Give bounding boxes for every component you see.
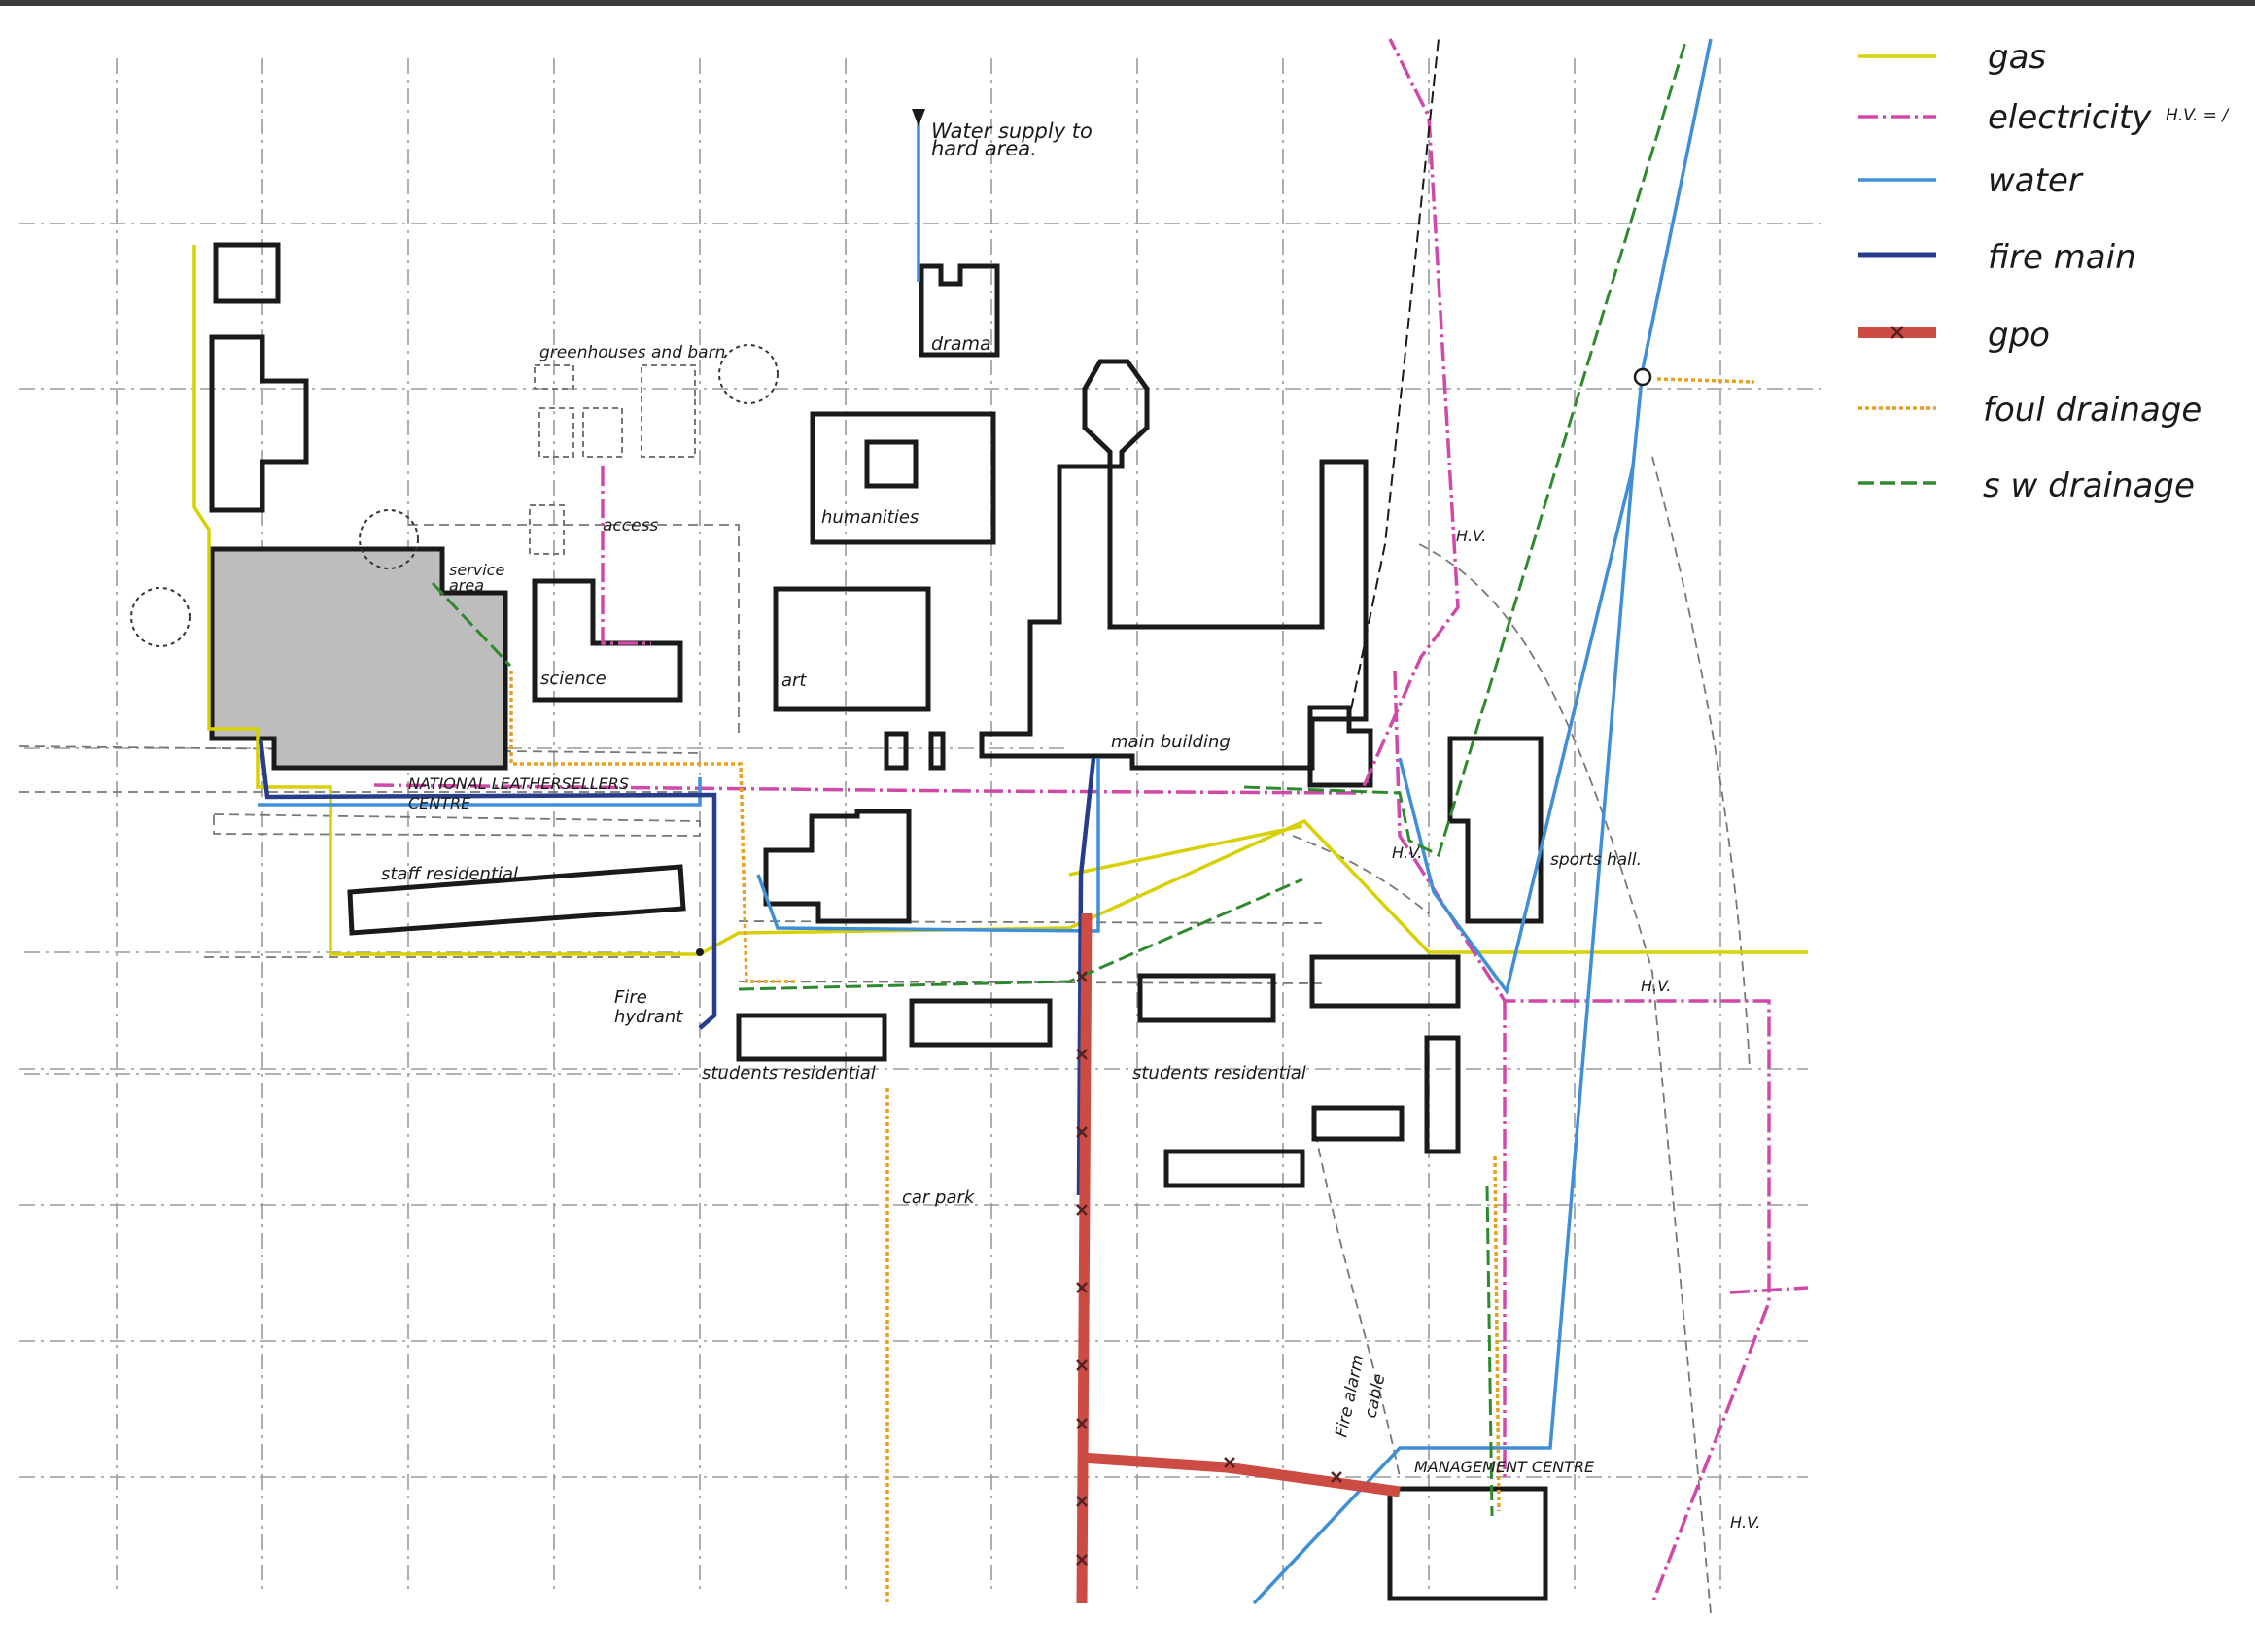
sports-hall-label: sports hall. — [1550, 850, 1642, 870]
access-label: access — [603, 516, 658, 535]
sw-drainage-line — [1485, 1185, 1494, 1517]
fire-hydrant-label-line2: hydrant — [614, 1007, 683, 1027]
electricity-line — [601, 466, 651, 645]
sw-drainage-line — [1243, 38, 1688, 858]
management-centre-label: MANAGEMENT CENTRE — [1414, 1458, 1595, 1476]
greenhouses — [529, 364, 696, 555]
students-res-east-1 — [1137, 973, 1276, 1023]
legend: gas electricity H.V. = / water fire main… — [1858, 38, 2230, 505]
humanities-building — [810, 411, 996, 545]
water-supply-arrow — [912, 109, 925, 126]
legend-gpo-cross — [1891, 326, 1904, 339]
buildings — [130, 242, 1548, 1601]
hv-label-centre: H.V. — [1392, 843, 1422, 862]
students-residential-east-label: students residential — [1132, 1063, 1306, 1084]
electricity-line — [1729, 1286, 1809, 1294]
water-line — [258, 777, 702, 807]
gas-line — [1068, 824, 1303, 877]
fire-main-line — [258, 738, 717, 1030]
legend-gpo-label: gpo — [1988, 316, 2050, 355]
manhole-marker — [1633, 367, 1652, 387]
hv-label-north: H.V. — [1456, 527, 1486, 545]
gpo-crosses — [1076, 971, 1342, 1566]
foul-drainage-line — [1493, 1155, 1501, 1512]
drama-label: drama — [931, 333, 991, 355]
humanities-label: humanities — [821, 507, 919, 528]
gpo-line — [1080, 1452, 1401, 1497]
legend-sw-drainage-label: s w drainage — [1983, 466, 2195, 505]
service-lines — [192, 38, 1809, 1605]
sw-drainage-line — [431, 581, 512, 668]
car-park-label: car park — [902, 1187, 976, 1208]
legend-water-label: water — [1988, 161, 2084, 200]
art-building — [773, 586, 931, 712]
sw-drainage-line — [738, 878, 1303, 991]
central-residential — [763, 809, 912, 924]
water-line — [1252, 465, 1635, 1605]
drama-building — [919, 263, 1000, 358]
water-supply-label-line2: hard area. — [931, 137, 1037, 160]
hv-label-east: H.V. — [1641, 977, 1671, 995]
roads — [18, 456, 1751, 1614]
students-res-east-4 — [1311, 1105, 1405, 1142]
main-building-label: main building — [1111, 732, 1231, 752]
water-line — [756, 758, 1100, 933]
management-centre — [1387, 1486, 1548, 1601]
science-building — [532, 578, 683, 703]
greenhouses-label: greenhouses and barn — [539, 343, 725, 362]
legend-gas-label: gas — [1988, 38, 2046, 77]
legend-fire-main-label: fire main — [1988, 238, 2136, 277]
gas-line — [192, 245, 1808, 956]
legend-foul-drainage-label: foul drainage — [1983, 391, 2202, 430]
service-area-label-line1: service — [449, 561, 504, 579]
map-labels: Water supply to hard area. drama greenho… — [381, 120, 1760, 1532]
national-leathersellers-centre — [209, 546, 508, 771]
water-supply-label-line1: Water supply to — [931, 120, 1093, 143]
fire-hydrant-marker — [696, 948, 704, 956]
sw-drainage-line — [1350, 38, 1440, 710]
service-area-label-line2: area — [449, 576, 484, 595]
gatehouse — [213, 242, 281, 304]
students-res-east-3 — [1424, 1035, 1461, 1154]
legend-electricity-label: electricity — [1988, 98, 2152, 137]
tree — [130, 587, 191, 647]
students-res-west-2 — [909, 998, 1053, 1048]
tree — [359, 509, 419, 569]
fire-hydrant-label-line1: Fire — [614, 987, 647, 1008]
science-label: science — [540, 669, 607, 689]
fire-main-line — [1076, 757, 1096, 1196]
students-res-west-1 — [736, 1013, 887, 1062]
gpo-line — [1076, 912, 1093, 1604]
staff-residential-label: staff residential — [381, 864, 518, 884]
hv-label-south: H.V. — [1730, 1513, 1760, 1532]
students-res-east-5 — [1163, 1149, 1305, 1188]
chapel — [1082, 359, 1150, 469]
survey-grid — [19, 58, 1827, 1594]
fire-alarm-cable-label-line1: Fire alarm — [1332, 1353, 1369, 1439]
students-res-east-2 — [1309, 954, 1461, 1009]
students-residential-west-label: students residential — [702, 1063, 876, 1084]
art-label: art — [781, 671, 807, 691]
nlc-label-line2: CENTRE — [408, 794, 471, 812]
foul-drainage-line — [1656, 377, 1755, 384]
top-edge — [0, 0, 2255, 6]
foul-drainage-line — [509, 671, 797, 983]
nlc-label-line1: NATIONAL LEATHERSELLERS — [408, 774, 629, 793]
humanities-courtyard — [864, 439, 919, 489]
legend-electricity-note: H.V. = / — [2166, 106, 2230, 125]
sports-hall — [1447, 736, 1544, 924]
staff-residential — [347, 864, 686, 936]
link-block — [884, 731, 946, 771]
east-wing — [1307, 705, 1373, 788]
water-line — [1398, 38, 1713, 996]
electricity-line — [373, 38, 1460, 795]
tree — [718, 344, 779, 404]
north-west-block — [209, 334, 309, 513]
